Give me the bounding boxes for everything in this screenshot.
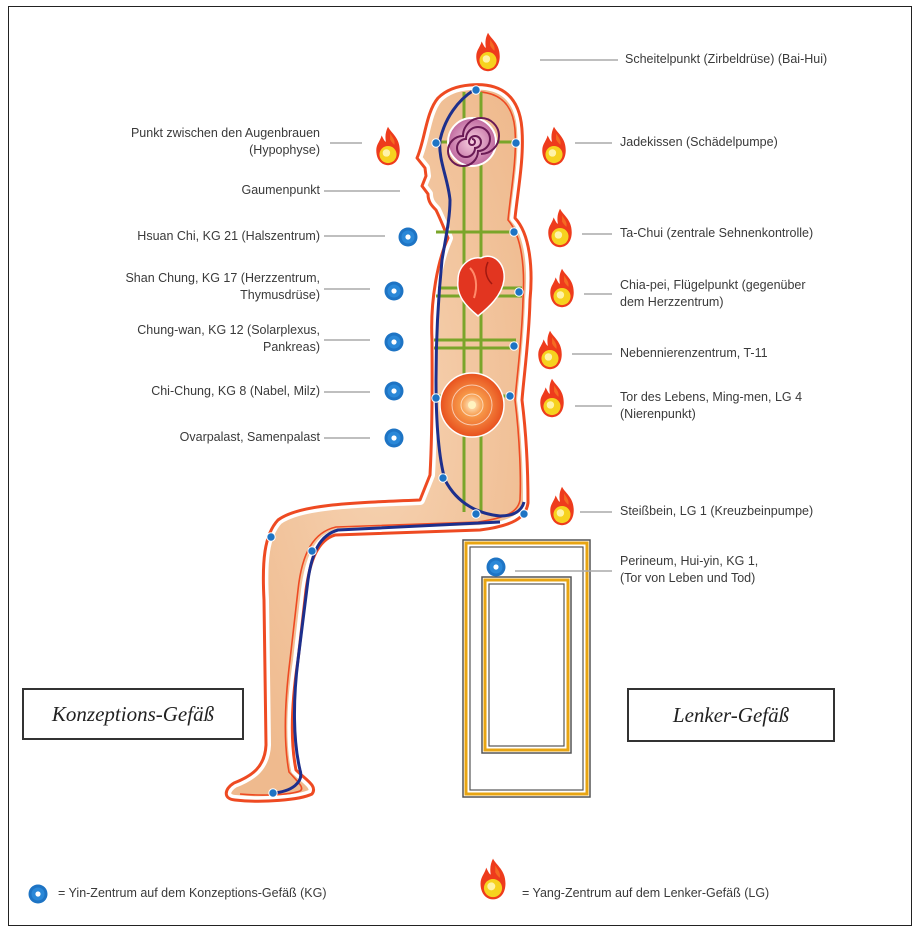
label-halszentrum: Hsuan Chi, KG 21 (Halszentrum): [20, 228, 320, 245]
blue-dot-icon: [385, 282, 404, 301]
flame-icon: [550, 269, 573, 307]
flame-icon: [538, 331, 561, 369]
blue-dot-icon: [399, 228, 418, 247]
label-solarplexus: Chung-wan, KG 12 (Solarplexus,Pankreas): [20, 322, 320, 356]
konzeptions-gefaess-label: Konzeptions-Gefäß: [52, 702, 214, 727]
legend-yin-text: = Yin-Zentrum auf dem Konzeptions-Gefäß …: [58, 886, 327, 900]
flame-icon: [542, 127, 565, 165]
label-gaumenpunkt: Gaumenpunkt: [20, 182, 320, 199]
flame-icon: [548, 209, 571, 247]
blue-dot-icon: [487, 558, 506, 577]
label-nabel: Chi-Chung, KG 8 (Nabel, Milz): [20, 383, 320, 400]
blue-dot-icon: [385, 333, 404, 352]
blue-dot-icon: [29, 885, 48, 904]
label-nebenniere: Nebennierenzentrum, T-11: [620, 345, 768, 362]
label-augenbrauen: Punkt zwischen den Augenbrauen(Hypophyse…: [20, 125, 320, 159]
flame-icon: [376, 127, 399, 165]
legend-yang-text: = Yang-Zentrum auf dem Lenker-Gefäß (LG): [522, 886, 769, 900]
lenker-gefaess-box: Lenker-Gefäß: [627, 688, 835, 742]
label-jadekissen: Jadekissen (Schädelpumpe): [620, 134, 778, 151]
chair: [463, 540, 590, 797]
label-ovarpalast: Ovarpalast, Samenpalast: [20, 429, 320, 446]
konzeptions-gefaess-box: Konzeptions-Gefäß: [22, 688, 244, 740]
blue-dot-icon: [385, 382, 404, 401]
label-herzzentrum: Shan Chung, KG 17 (Herzzentrum,Thymusdrü…: [20, 270, 320, 304]
lenker-gefaess-label: Lenker-Gefäß: [673, 703, 789, 728]
lower-dantien: [440, 373, 504, 437]
flame-icon: [550, 487, 573, 525]
flame-icon: [481, 859, 506, 900]
label-tachui: Ta-Chui (zentrale Sehnenkontrolle): [620, 225, 813, 242]
blue-dot-icon: [385, 429, 404, 448]
label-scheitelpunkt: Scheitelpunkt (Zirbeldrüse) (Bai-Hui): [625, 51, 827, 68]
flame-icon: [540, 379, 563, 417]
label-steissbein: Steißbein, LG 1 (Kreuzbeinpumpe): [620, 503, 813, 520]
flame-icon: [476, 33, 499, 71]
label-tordeslebens: Tor des Lebens, Ming-men, LG 4(Nierenpun…: [620, 389, 802, 423]
label-perineum: Perineum, Hui-yin, KG 1,(Tor von Leben u…: [620, 553, 758, 587]
